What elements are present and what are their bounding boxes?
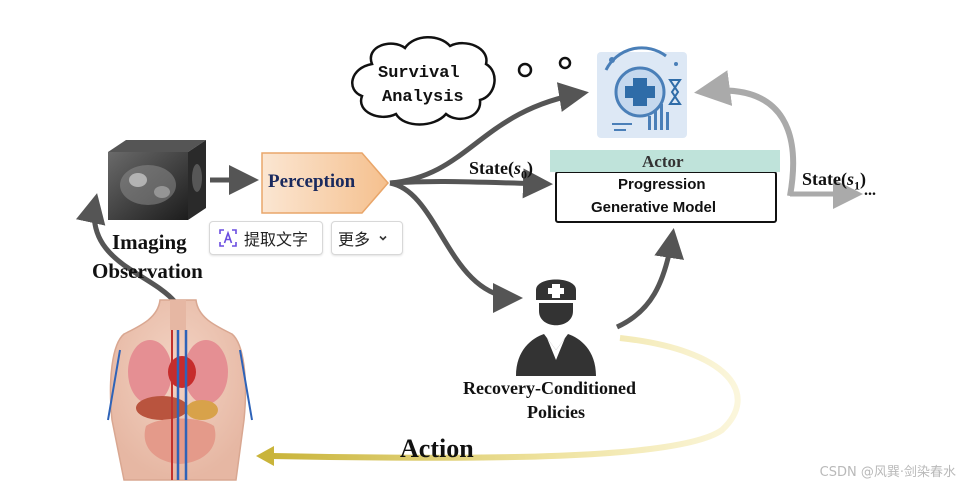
action-arrow xyxy=(271,335,741,461)
policies-label-line2: Policies xyxy=(527,402,585,422)
thought-bubble-small xyxy=(558,56,572,70)
arrow-perception-to-survival xyxy=(389,82,589,186)
extract-text-label: 提取文字 xyxy=(244,230,309,249)
model-label-line2: Generative Model xyxy=(591,199,717,216)
action-label: Action xyxy=(400,434,474,463)
chevron-down-icon xyxy=(379,235,387,241)
state1-sub: 1 xyxy=(854,178,860,193)
watermark: CSDN @风巽·剑染春水 xyxy=(819,465,956,480)
state0-suffix: ) xyxy=(527,158,533,178)
more-button[interactable]: 更多 xyxy=(331,221,403,255)
clinician-icon xyxy=(516,279,596,376)
state1-var: s xyxy=(846,169,854,189)
state0-var: s xyxy=(513,158,521,178)
thought-bubble-large xyxy=(517,62,533,78)
perception-block xyxy=(261,152,389,214)
thought-cloud xyxy=(351,36,572,126)
arrow-perception-to-actor xyxy=(389,168,553,199)
arrow-policies-to-actor xyxy=(615,228,685,330)
ct-scan-cube-icon xyxy=(108,140,206,220)
human-anatomy-figure xyxy=(107,299,253,481)
state1-ellipsis: ... xyxy=(864,182,876,199)
survival-label-line1: Survival xyxy=(378,64,460,83)
actor-label: Actor xyxy=(642,152,684,171)
arrow-state1-to-survival xyxy=(694,70,797,197)
state1-prefix: State( xyxy=(802,169,847,189)
state1-label: State(s1) xyxy=(802,169,866,194)
state0-label: State(s0) xyxy=(469,158,533,183)
policies-label-line1: Recovery-Conditioned xyxy=(463,378,636,398)
medical-analysis-icon xyxy=(597,46,687,138)
extract-text-button[interactable]: 提取文字 xyxy=(209,221,323,255)
arrow-perception-to-policies xyxy=(389,180,523,313)
arrow-body-to-cube xyxy=(76,193,177,304)
imaging-label-line2: Observation xyxy=(92,259,203,283)
state0-sub: 0 xyxy=(521,167,527,182)
imaging-label-line1: Imaging xyxy=(112,230,187,254)
state1-suffix: ) xyxy=(860,169,866,189)
text-scan-icon xyxy=(219,229,237,247)
model-label-line1: Progression xyxy=(618,176,706,193)
action-arrow-head xyxy=(256,446,274,466)
more-label: 更多 xyxy=(338,230,371,249)
perception-label: Perception xyxy=(268,171,356,192)
survival-label-line2: Analysis xyxy=(382,88,464,107)
actor-model-box xyxy=(550,150,780,223)
state0-prefix: State( xyxy=(469,158,514,178)
